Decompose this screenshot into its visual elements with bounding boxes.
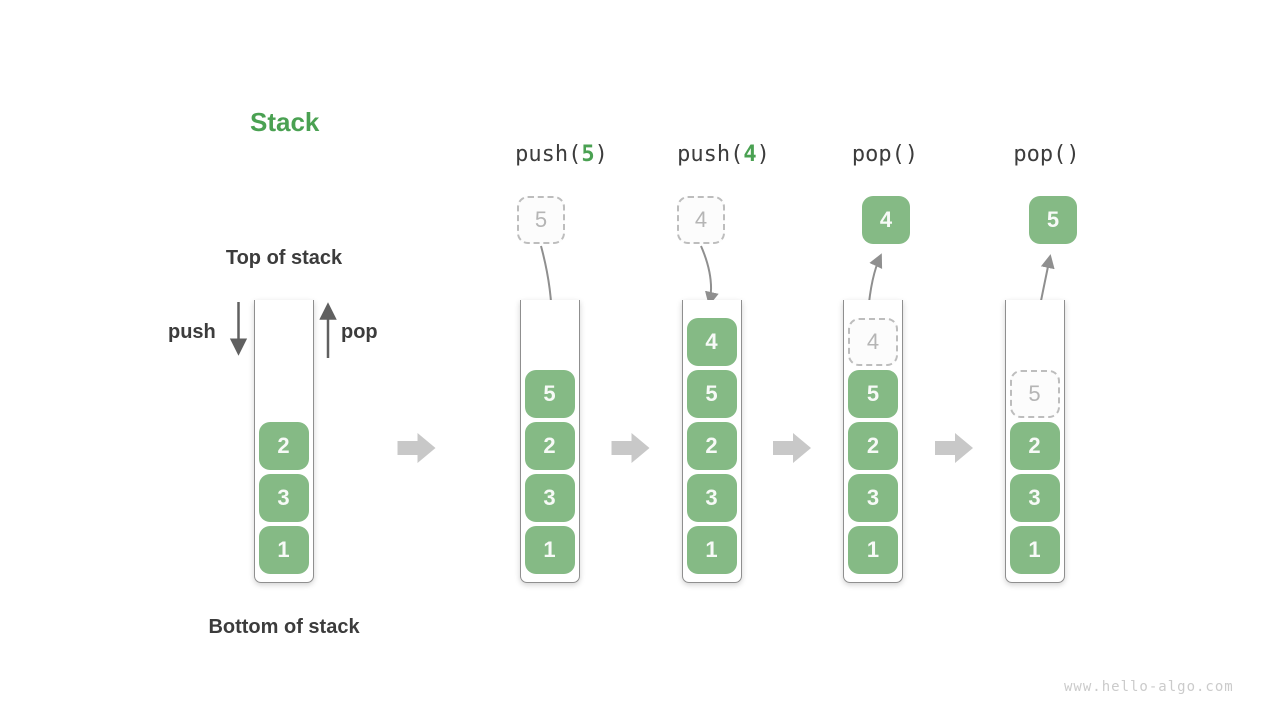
stack-element: 5	[524, 370, 575, 418]
top-of-stack-label: Top of stack	[225, 247, 343, 269]
stack-element: 1	[686, 526, 737, 574]
operation-label-pop1: pop()	[852, 142, 918, 167]
op-text: )	[594, 142, 608, 167]
transition-arrow-icon	[935, 433, 973, 463]
removed-element-ghost: 5	[1009, 370, 1060, 418]
op-text: pop()	[851, 142, 919, 167]
stack-element: 3	[686, 474, 737, 522]
popped-element: 4	[862, 196, 910, 244]
push4-insert-arrow-icon	[700, 245, 719, 306]
stack-element: 3	[258, 474, 309, 522]
pop-label: pop	[341, 321, 378, 343]
stack-element: 1	[524, 526, 575, 574]
transition-arrow-icon	[397, 433, 436, 463]
stack-element: 3	[1009, 474, 1060, 522]
stack-element: 3	[848, 474, 898, 522]
stack-element: 2	[686, 422, 737, 470]
op-arg: 5	[581, 142, 595, 167]
op-text: push(	[677, 142, 744, 167]
transition-arrow-icon	[773, 433, 811, 463]
stack-element: 5	[848, 370, 898, 418]
incoming-element: 4	[677, 196, 725, 244]
stack-element: 2	[524, 422, 575, 470]
op-text: )	[756, 142, 770, 167]
stack-element: 2	[258, 422, 309, 470]
op-text: push(	[515, 142, 582, 167]
bottom-of-stack-label: Bottom of stack	[208, 616, 360, 638]
transition-arrow-icon	[611, 433, 650, 463]
stack-element: 5	[686, 370, 737, 418]
stack-element: 2	[848, 422, 898, 470]
stack-element: 1	[258, 526, 309, 574]
push-label: push	[168, 321, 216, 343]
incoming-element: 5	[517, 196, 565, 244]
popped-element: 5	[1029, 196, 1077, 244]
operation-label-push5: push(5)	[515, 142, 608, 167]
diagram-title: Stack	[250, 107, 320, 137]
op-arg: 4	[743, 142, 757, 167]
stack-element: 2	[1009, 422, 1060, 470]
operation-label-pop2: pop()	[1013, 142, 1079, 167]
stack-element: 1	[848, 526, 898, 574]
removed-element-ghost: 4	[848, 318, 898, 366]
stack-element: 4	[686, 318, 737, 366]
stack-element: 1	[1009, 526, 1060, 574]
stack-element: 3	[524, 474, 575, 522]
op-text: pop()	[1013, 142, 1080, 167]
operation-label-push4: push(4)	[677, 142, 770, 167]
watermark: www.hello-algo.com	[1064, 679, 1234, 695]
